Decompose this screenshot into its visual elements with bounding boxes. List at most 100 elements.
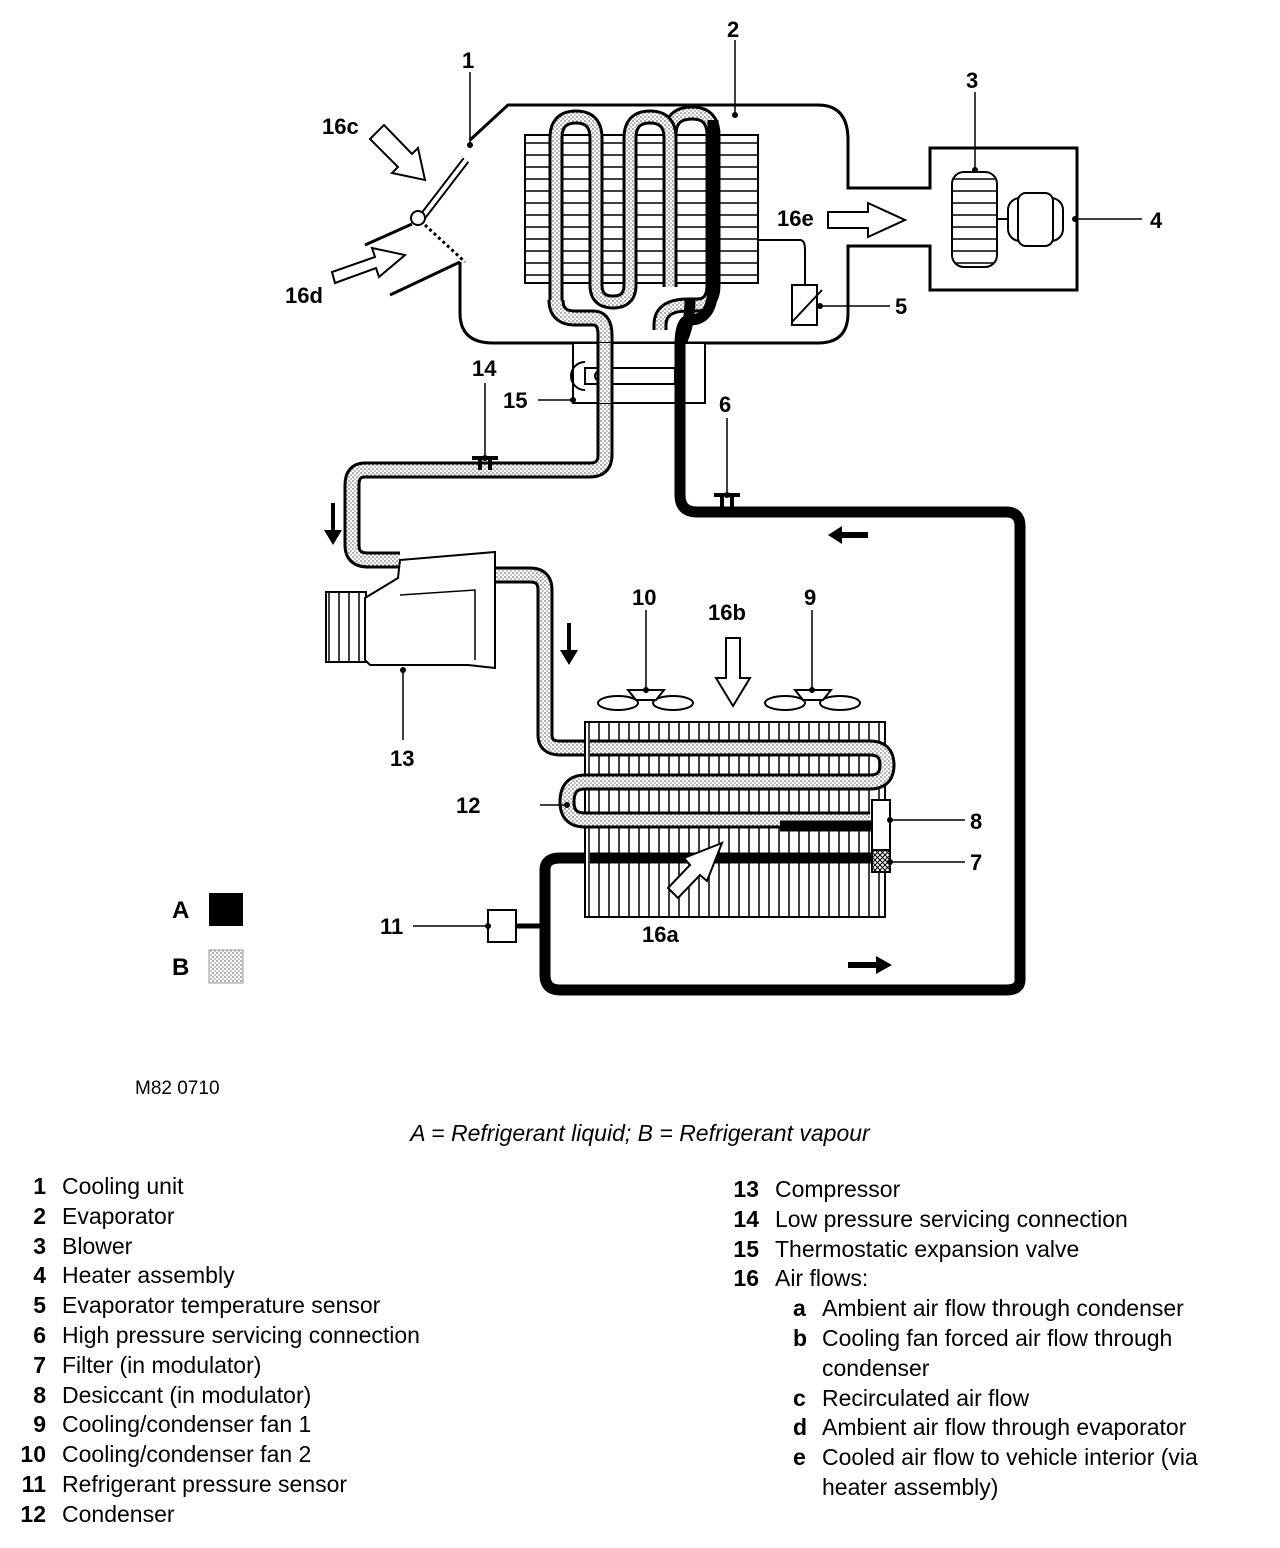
callout-10: 10	[632, 585, 656, 610]
callout-11: 11	[380, 914, 403, 939]
callout-2: 2	[727, 17, 739, 42]
airflow-16d-arrow-icon	[330, 246, 408, 285]
airflow-text-continued: heater assembly)	[822, 1473, 999, 1500]
legend-text: Heater assembly	[62, 1262, 235, 1289]
legend-text: Low pressure servicing connection	[775, 1205, 1128, 1232]
legend-item: 4 Heater assembly	[0, 1261, 600, 1291]
legend-number: 15	[733, 1235, 759, 1262]
flow-arrow-down-icon	[560, 623, 578, 665]
flow-arrow-left-icon	[828, 526, 868, 544]
legend-number: 12	[20, 1500, 46, 1527]
airflow-16b-arrow-icon	[714, 637, 752, 708]
flow-arrow-down-icon	[324, 503, 342, 545]
legend-item: 9 Cooling/condenser fan 1	[0, 1410, 600, 1440]
callout-12: 12	[456, 793, 480, 818]
legend-text: Cooling unit	[62, 1173, 184, 1199]
key-label-a: A	[172, 897, 189, 924]
airflow-letter: b	[793, 1324, 808, 1351]
airflow-letter: a	[793, 1295, 806, 1322]
legend-number: 14	[733, 1205, 759, 1232]
legend-right: 13 Compressor 14 Low pressure servicing con…	[713, 1175, 1273, 1503]
modulator-desiccant	[871, 799, 891, 851]
legend-number: 4	[33, 1262, 46, 1289]
callout-16b: 16b	[708, 600, 746, 625]
callout-14: 14	[472, 356, 497, 381]
legend-item: 15 Thermostatic expansion valve	[713, 1235, 1273, 1265]
legend-text: Air flows:	[775, 1265, 869, 1292]
airflow-letter: c	[793, 1384, 806, 1411]
legend-number: 10	[20, 1441, 46, 1468]
legend-item: 1 Cooling unit	[0, 1172, 600, 1202]
legend-text: Cooling/condenser fan 1	[62, 1411, 312, 1438]
legend-text: Desiccant (in modulator)	[62, 1381, 312, 1408]
airflow-item: c Recirculated air flow	[713, 1384, 1273, 1414]
callout-16e: 16e	[777, 206, 814, 231]
legend-text: Filter (in modulator)	[62, 1351, 262, 1378]
figure-caption: A = Refrigerant liquid; B = Refrigerant …	[410, 1120, 870, 1146]
legend-text: Refrigerant pressure sensor	[62, 1470, 348, 1497]
legend-number: 16	[733, 1265, 759, 1292]
legend-item: 16 Air flows:	[713, 1264, 1273, 1294]
callout-16a: 16a	[642, 922, 679, 947]
evaporator-outlet-pipe	[539, 299, 1026, 996]
legend-item: 10 Cooling/condenser fan 2	[0, 1440, 600, 1470]
legend-number: 5	[33, 1292, 46, 1319]
callout-13: 13	[390, 746, 414, 771]
airflow-text: Ambient air flow through evaporator	[822, 1414, 1187, 1441]
legend-text: High pressure servicing connection	[62, 1321, 420, 1348]
condenser-fan-2	[597, 610, 694, 711]
refrigerant-circuit-diagram: 1 2 3 4 5 6 7 8 9 10 11 12 13 14 15 16a …	[172, 17, 1163, 996]
legend-text: Evaporator temperature sensor	[62, 1292, 381, 1319]
callout-7: 7	[970, 850, 982, 875]
legend-number: 9	[33, 1411, 46, 1438]
airflow-item: d Ambient air flow through evaporator	[713, 1413, 1273, 1443]
legend-item: 3 Blower	[0, 1232, 600, 1262]
callout-15: 15	[503, 388, 527, 413]
airflow-text: Cooled air flow to vehicle interior (via	[822, 1444, 1198, 1471]
legend-text: Cooling/condenser fan 2	[62, 1441, 312, 1468]
legend-number: 13	[733, 1176, 759, 1202]
suction-line	[343, 299, 614, 569]
airflow-text: Recirculated air flow	[822, 1384, 1030, 1411]
airflow-16c-arrow-icon	[368, 123, 427, 182]
flow-arrow-right-icon	[848, 956, 892, 974]
callout-6: 6	[719, 392, 731, 417]
key-label-b: B	[172, 954, 189, 981]
airflow-16a-arrow-icon	[666, 841, 724, 900]
callout-16c: 16c	[322, 114, 359, 139]
airflow-letter: e	[793, 1444, 806, 1471]
legend-number: 8	[33, 1381, 46, 1408]
legend-item: 14 Low pressure servicing connection	[713, 1205, 1273, 1235]
legend-number: 2	[33, 1202, 46, 1229]
airflow-letter: d	[793, 1414, 808, 1441]
airflow-item: a Ambient air flow through condenser	[713, 1294, 1273, 1324]
callout-8: 8	[970, 809, 982, 834]
legend-item: 5 Evaporator temperature sensor	[0, 1291, 600, 1321]
legend-item: 8 Desiccant (in modulator)	[0, 1381, 600, 1411]
airflow-text: Ambient air flow through condenser	[822, 1295, 1184, 1322]
condenser-fan-1	[764, 610, 861, 711]
callout-4: 4	[1150, 208, 1163, 233]
legend-text: Blower	[62, 1232, 133, 1259]
callout-9: 9	[804, 585, 816, 610]
legend-item: 13 Compressor	[713, 1175, 1273, 1205]
airflow-item: e Cooled air flow to vehicle interior (vi…	[713, 1443, 1273, 1503]
key-swatch-vapour	[208, 949, 244, 984]
cooling-unit-housing	[458, 103, 1079, 345]
airflow-text-continued: condenser	[822, 1354, 930, 1381]
refrigerant-pressure-sensor	[487, 909, 517, 943]
legend-text: Thermostatic expansion valve	[775, 1235, 1080, 1262]
airflow-16e-arrow-icon	[827, 201, 908, 239]
legend-number: 3	[33, 1232, 46, 1259]
legend-number: 1	[33, 1173, 46, 1199]
compressor	[325, 550, 496, 670]
callout-1: 1	[462, 48, 474, 73]
legend-text: Compressor	[775, 1176, 901, 1202]
callout-16d: 16d	[285, 283, 323, 308]
